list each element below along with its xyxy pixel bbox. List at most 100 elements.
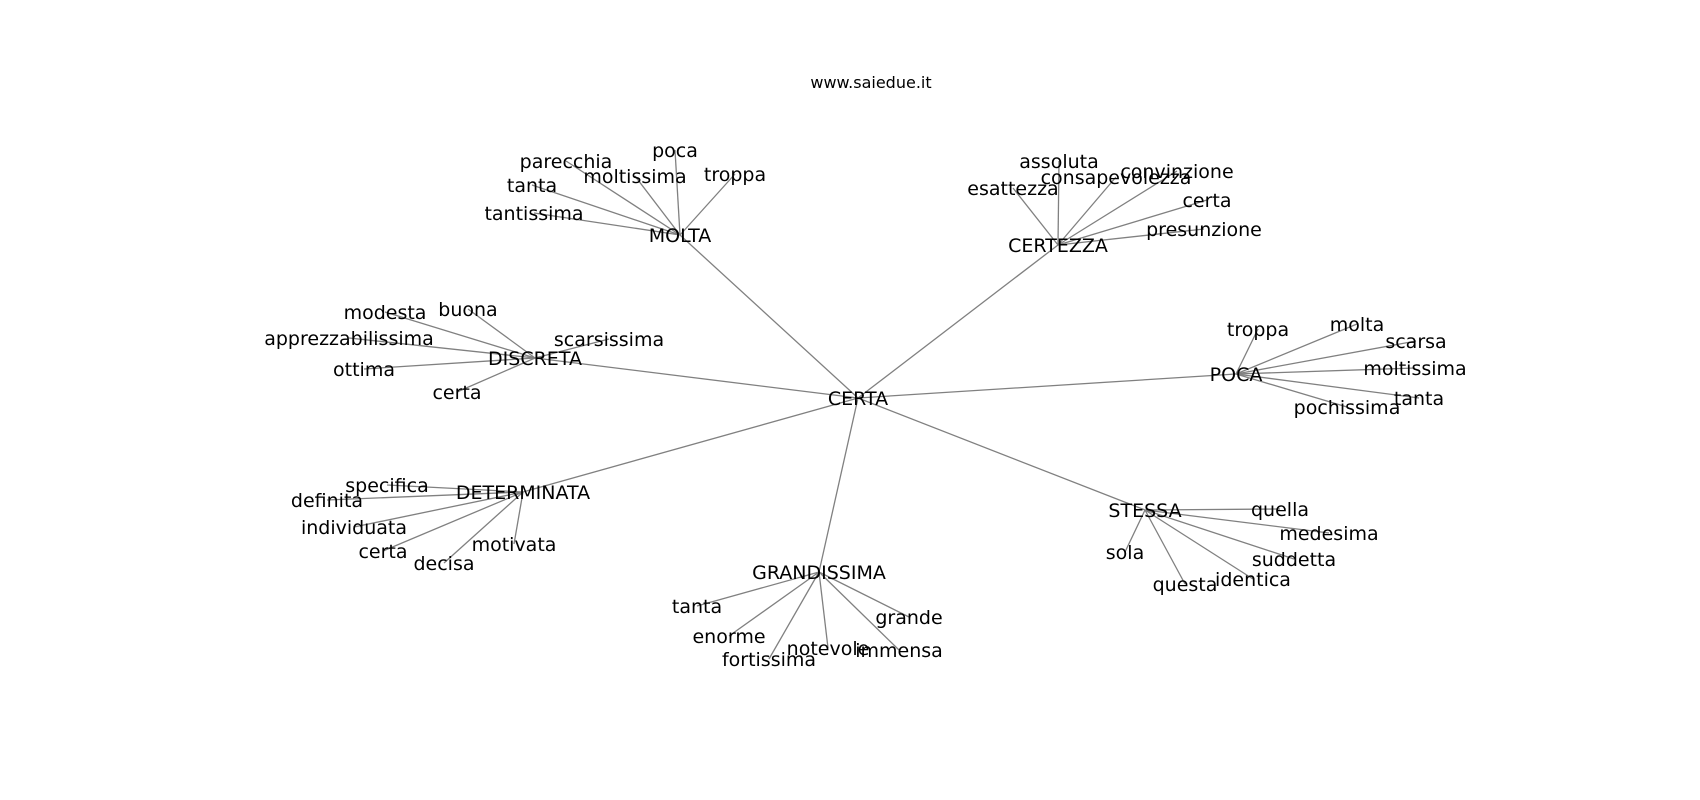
edge-determinata-2 bbox=[353, 491, 524, 528]
edge-determinata-5 bbox=[513, 491, 524, 545]
leaf-node-poca-1: molta bbox=[1330, 314, 1385, 336]
leaf-node-certezza-2: convinzione bbox=[1120, 161, 1233, 183]
hub-node-determinata: DETERMINATA bbox=[456, 482, 590, 504]
edge-grandissima-4 bbox=[818, 571, 900, 651]
leaf-node-molta-5: tantissima bbox=[484, 203, 583, 225]
leaf-node-poca-3: moltissima bbox=[1363, 358, 1466, 380]
edge-root-determinata bbox=[522, 397, 859, 493]
edge-molta-3 bbox=[679, 173, 736, 236]
edge-stessa-2 bbox=[1144, 509, 1295, 560]
edge-certezza-5 bbox=[1057, 228, 1205, 246]
edge-root-stessa bbox=[857, 397, 1146, 511]
leaf-node-stessa-5: questa bbox=[1153, 574, 1218, 596]
hub-node-grandissima: GRANDISSIMA bbox=[752, 562, 886, 584]
edge-root-certezza bbox=[857, 244, 1059, 399]
leaf-node-stessa-1: medesima bbox=[1279, 523, 1378, 545]
edge-stessa-3 bbox=[1124, 509, 1146, 553]
edge-discreta-4 bbox=[363, 357, 536, 370]
leaf-node-poca-5: pochissima bbox=[1294, 397, 1401, 419]
leaf-node-discreta-0: modesta bbox=[344, 302, 427, 324]
leaf-node-grandissima-1: grande bbox=[875, 607, 942, 629]
leaf-node-stessa-3: sola bbox=[1106, 542, 1144, 564]
edge-molta-5 bbox=[533, 212, 681, 236]
edge-poca-1 bbox=[1235, 323, 1358, 375]
leaf-node-molta-1: parecchia bbox=[520, 151, 613, 173]
edge-stessa-5 bbox=[1144, 509, 1186, 585]
edge-poca-5 bbox=[1235, 373, 1348, 408]
edge-discreta-0 bbox=[384, 311, 536, 359]
root-node-label: CERTA bbox=[828, 388, 888, 410]
edge-certezza-0 bbox=[1057, 160, 1060, 246]
edge-root-poca bbox=[857, 373, 1237, 399]
edge-stessa-4 bbox=[1144, 509, 1254, 580]
leaf-node-molta-0: poca bbox=[652, 140, 698, 162]
leaf-node-molta-2: moltissima bbox=[583, 166, 686, 188]
leaf-node-poca-2: scarsa bbox=[1385, 331, 1446, 353]
hub-node-molta: MOLTA bbox=[649, 225, 711, 247]
leaf-node-determinata-3: certa bbox=[358, 541, 407, 563]
leaf-node-determinata-4: decisa bbox=[413, 553, 474, 575]
hub-node-stessa: STESSA bbox=[1108, 500, 1181, 522]
edge-root-grandissima bbox=[818, 397, 859, 573]
edge-determinata-3 bbox=[382, 491, 524, 552]
leaf-node-molta-3: troppa bbox=[704, 164, 766, 186]
edge-molta-4 bbox=[531, 184, 681, 236]
leaf-node-determinata-2: individuata bbox=[301, 517, 407, 539]
edge-determinata-1 bbox=[326, 491, 524, 501]
edge-stessa-1 bbox=[1144, 509, 1330, 534]
edge-grandissima-0 bbox=[696, 571, 820, 607]
edge-determinata-0 bbox=[386, 484, 524, 493]
leaf-node-discreta-1: buona bbox=[438, 299, 497, 321]
leaf-node-determinata-5: motivata bbox=[472, 534, 557, 556]
leaf-node-certezza-4: certa bbox=[1182, 190, 1231, 212]
leaf-node-discreta-3: scarsissima bbox=[554, 329, 664, 351]
leaf-node-grandissima-4: immensa bbox=[855, 640, 943, 662]
leaf-node-certezza-5: presunzione bbox=[1146, 219, 1262, 241]
edge-certezza-3 bbox=[1012, 187, 1059, 246]
hub-node-certezza: CERTEZZA bbox=[1008, 235, 1108, 257]
edge-discreta-5 bbox=[456, 357, 536, 393]
leaf-node-stessa-4: identica bbox=[1215, 569, 1291, 591]
leaf-node-grandissima-2: enorme bbox=[692, 626, 765, 648]
leaf-node-certezza-3: esattezza bbox=[967, 178, 1058, 200]
edge-discreta-2 bbox=[348, 337, 536, 359]
leaf-node-certezza-1: consapevolezza bbox=[1041, 167, 1192, 189]
edge-certezza-2 bbox=[1057, 170, 1178, 246]
edge-poca-0 bbox=[1235, 328, 1259, 375]
edge-grandissima-5 bbox=[768, 571, 820, 660]
edge-stessa-0 bbox=[1144, 508, 1281, 511]
site-label: www.saiedue.it bbox=[810, 73, 931, 92]
edge-certezza-4 bbox=[1057, 199, 1208, 246]
leaf-node-certezza-0: assoluta bbox=[1019, 151, 1098, 173]
edge-discreta-1 bbox=[467, 308, 536, 359]
edge-root-molta bbox=[679, 234, 859, 399]
edge-molta-1 bbox=[565, 160, 681, 236]
leaf-node-stessa-2: suddetta bbox=[1252, 549, 1336, 571]
edge-discreta-3 bbox=[534, 338, 610, 359]
hub-node-discreta: DISCRETA bbox=[488, 348, 582, 370]
edge-poca-2 bbox=[1235, 340, 1417, 375]
edge-poca-4 bbox=[1235, 373, 1420, 399]
leaf-node-grandissima-0: tanta bbox=[672, 596, 722, 618]
hub-node-poca: POCA bbox=[1210, 364, 1263, 386]
leaf-node-stessa-0: quella bbox=[1251, 499, 1309, 521]
edge-grandissima-1 bbox=[818, 571, 910, 618]
edge-grandissima-2 bbox=[728, 571, 820, 637]
edge-root-discreta bbox=[534, 357, 859, 399]
leaf-node-discreta-5: certa bbox=[432, 382, 481, 404]
edge-certezza-1 bbox=[1057, 176, 1117, 246]
edges-layer bbox=[326, 149, 1420, 660]
edge-poca-3 bbox=[1235, 367, 1416, 375]
edge-molta-2 bbox=[634, 175, 681, 236]
leaf-node-grandissima-5: fortissima bbox=[722, 649, 816, 671]
edge-determinata-4 bbox=[443, 491, 524, 564]
leaf-node-molta-4: tanta bbox=[507, 175, 557, 197]
leaf-node-determinata-0: specifica bbox=[345, 475, 428, 497]
edge-molta-0 bbox=[674, 149, 681, 236]
leaf-node-poca-0: troppa bbox=[1227, 319, 1289, 341]
leaf-node-discreta-4: ottima bbox=[333, 359, 395, 381]
leaf-node-discreta-2: apprezzabilissima bbox=[264, 328, 434, 350]
leaf-node-determinata-1: definita bbox=[291, 490, 363, 512]
